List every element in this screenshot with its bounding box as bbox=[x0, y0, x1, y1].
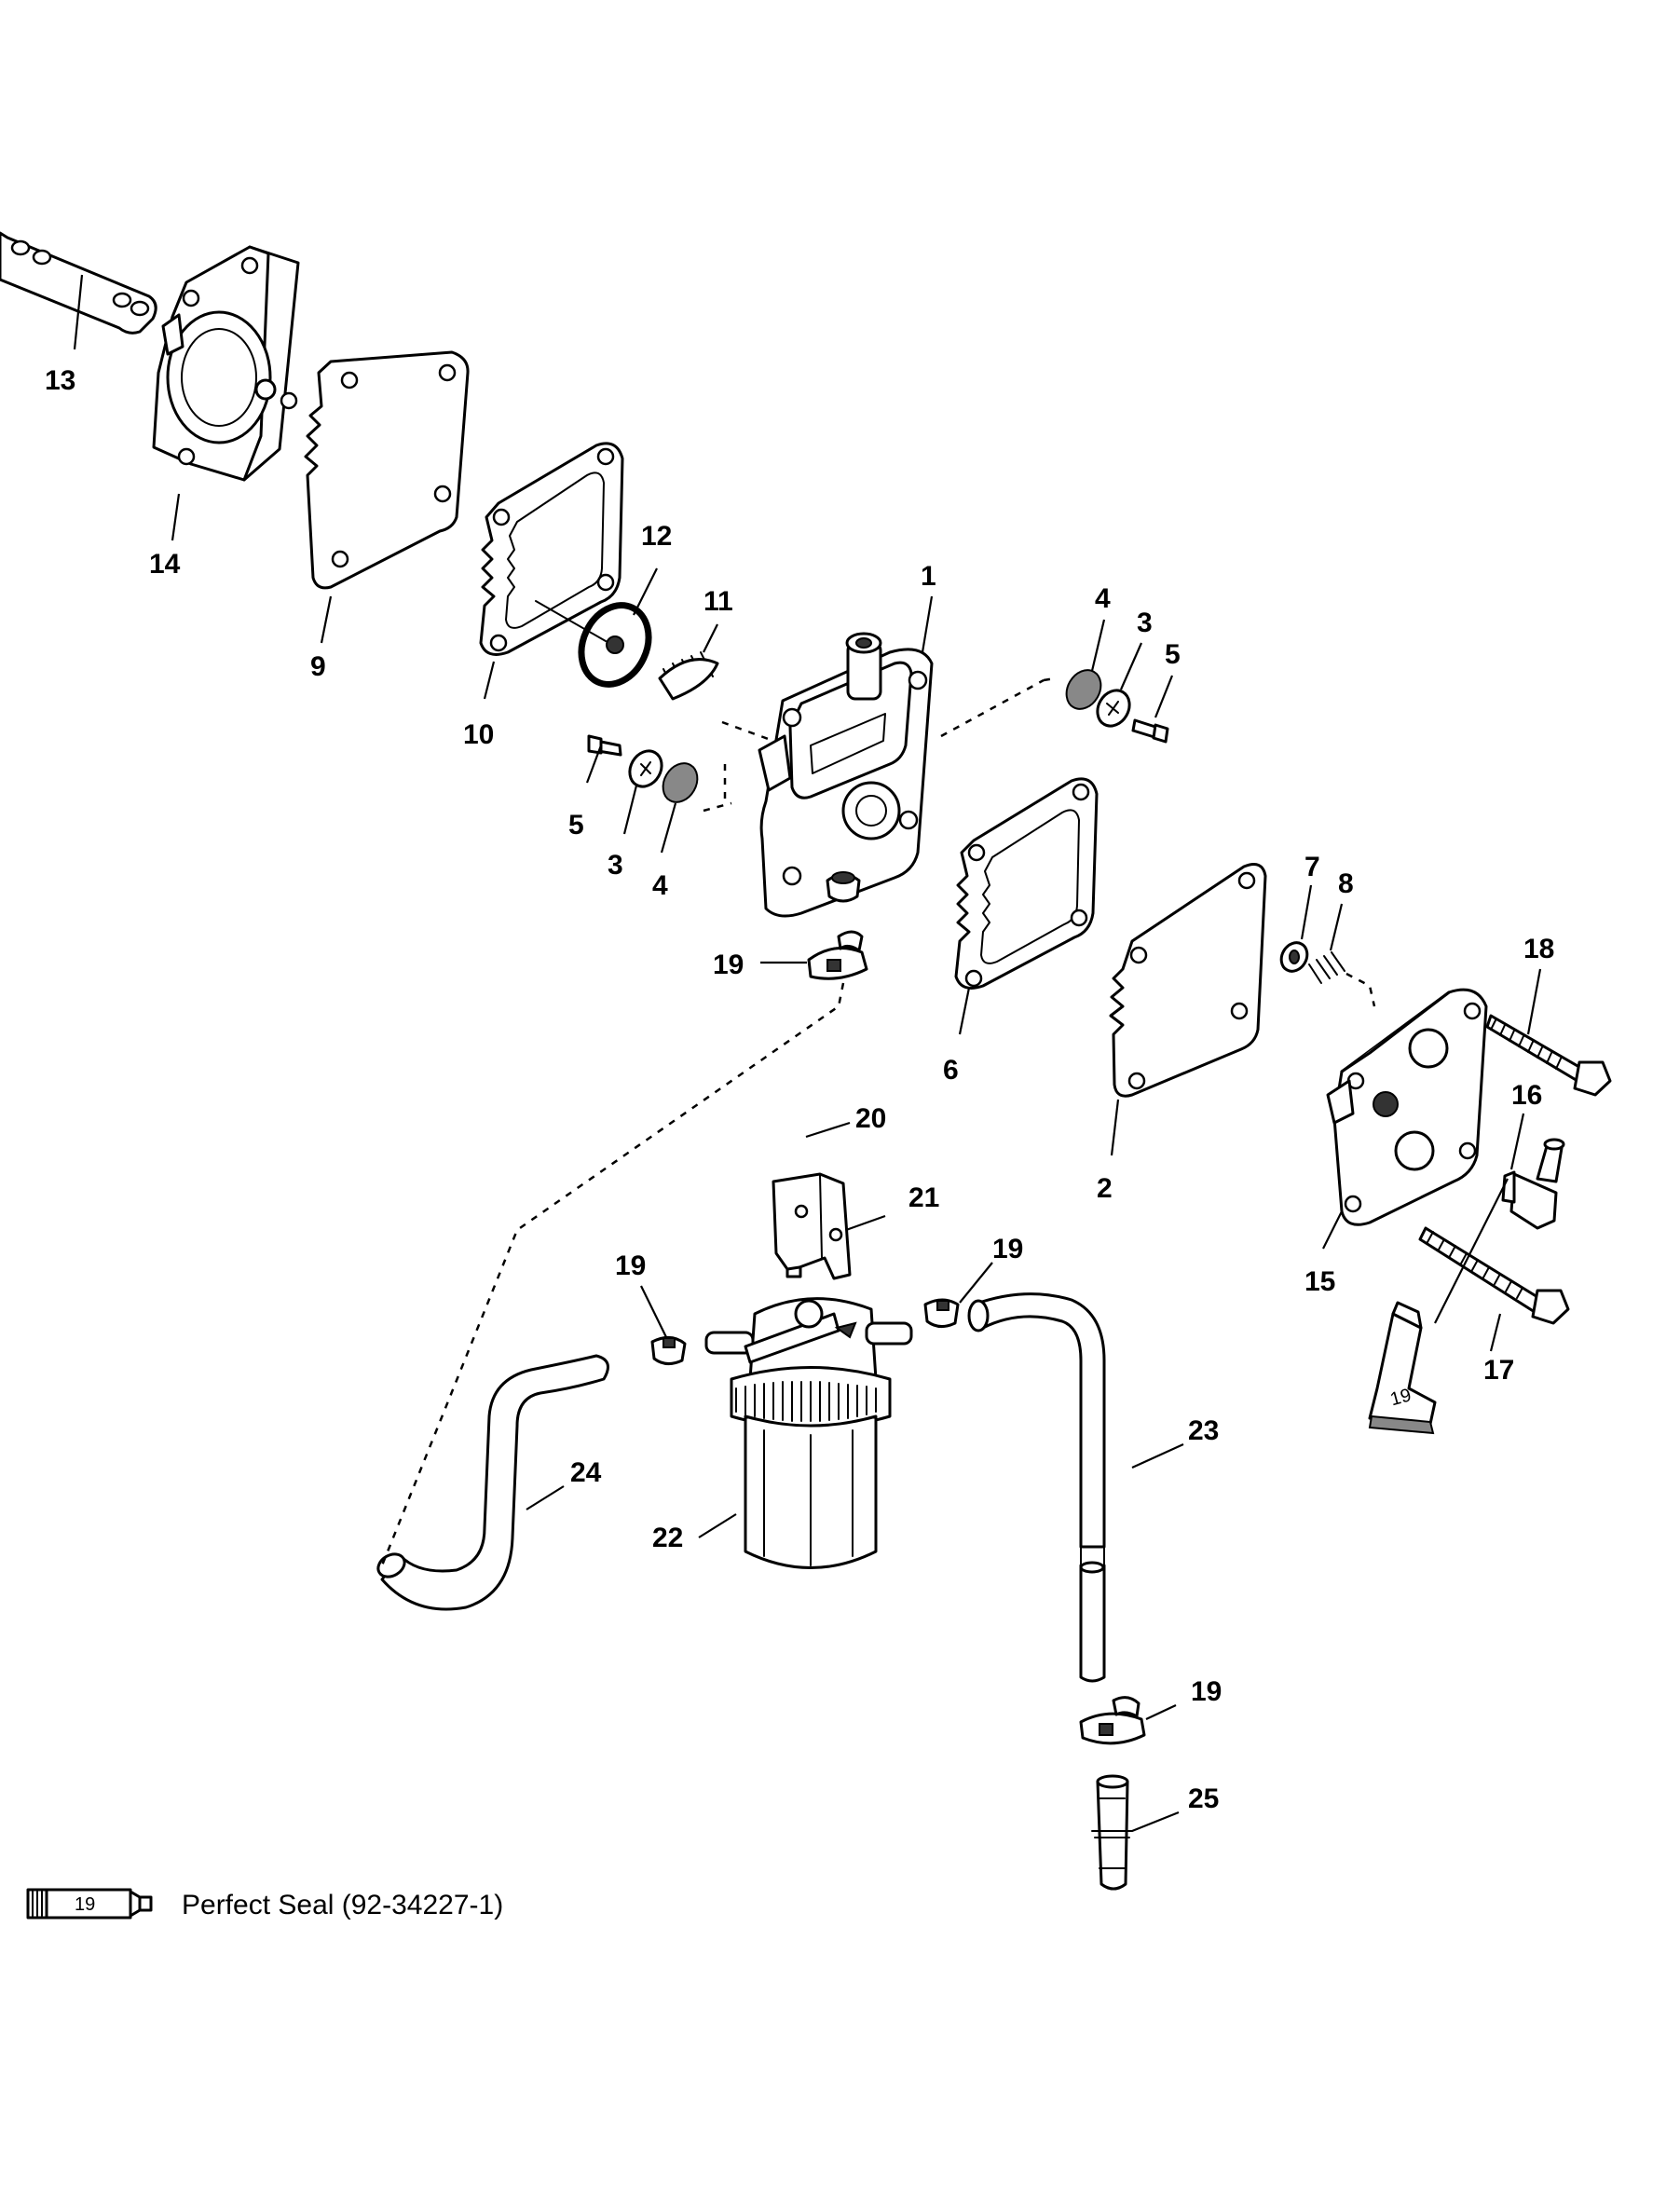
part-21-bracket bbox=[772, 1172, 852, 1280]
callout-5-right: 5 bbox=[1165, 639, 1181, 670]
callout-21: 21 bbox=[908, 1182, 939, 1213]
callout-18: 18 bbox=[1523, 934, 1554, 964]
callout-19-upper: 19 bbox=[713, 950, 744, 980]
part-1-pump-body bbox=[758, 632, 934, 918]
legend-tube-label: 19 bbox=[75, 1894, 95, 1915]
part-9-diaphragm bbox=[304, 350, 470, 590]
callout-10: 10 bbox=[463, 719, 494, 750]
callout-4-right: 4 bbox=[1095, 583, 1111, 614]
callout-15: 15 bbox=[1304, 1266, 1335, 1297]
part-13-link-rod bbox=[0, 231, 157, 335]
callout-2: 2 bbox=[1097, 1173, 1113, 1204]
callout-8: 8 bbox=[1338, 868, 1354, 899]
callout-9: 9 bbox=[310, 651, 326, 682]
part-14-base-plate bbox=[152, 245, 300, 482]
legend-text: Perfect Seal (92-34227-1) bbox=[182, 1890, 503, 1920]
callout-24: 24 bbox=[570, 1457, 602, 1488]
callout-11: 11 bbox=[703, 586, 733, 617]
callout-14: 14 bbox=[149, 549, 181, 580]
callout-4-left: 4 bbox=[652, 870, 668, 901]
part-10-gasket bbox=[479, 442, 624, 656]
callout-17: 17 bbox=[1483, 1355, 1514, 1386]
callout-1: 1 bbox=[921, 561, 936, 592]
callout-16: 16 bbox=[1511, 1080, 1542, 1111]
callout-20: 20 bbox=[855, 1103, 886, 1134]
part-7-seal bbox=[1279, 941, 1309, 973]
callout-19-right: 19 bbox=[992, 1234, 1023, 1264]
part-22-fuel-filter bbox=[704, 1297, 913, 1569]
part-4-screen-right bbox=[1065, 669, 1102, 710]
part-11-spring bbox=[658, 651, 719, 701]
callout-25: 25 bbox=[1188, 1783, 1219, 1814]
part-3-cover-right bbox=[1096, 689, 1131, 728]
callout-7: 7 bbox=[1304, 852, 1320, 882]
callout-3-right: 3 bbox=[1137, 608, 1153, 638]
part-8-spring bbox=[1308, 951, 1345, 984]
part-23-hose bbox=[967, 1292, 1106, 1683]
callout-6: 6 bbox=[943, 1055, 959, 1086]
callout-22: 22 bbox=[652, 1523, 683, 1553]
part-5-screw-left bbox=[587, 734, 622, 757]
part-17-bolt bbox=[1418, 1226, 1570, 1325]
part-18-bolt bbox=[1485, 1014, 1612, 1097]
perfect-seal-tube: 19 bbox=[1368, 1301, 1437, 1435]
part-25-connector bbox=[1091, 1774, 1133, 1891]
part-19-clip-upper bbox=[807, 930, 868, 980]
part-5-screw-right bbox=[1131, 718, 1169, 744]
callout-3-left: 3 bbox=[608, 850, 623, 881]
legend: 19 Perfect Seal (92-34227-1) bbox=[26, 1888, 503, 1920]
legend-tube-icon: 19 bbox=[26, 1888, 153, 1920]
callout-19-lower: 19 bbox=[1191, 1676, 1222, 1707]
callout-13: 13 bbox=[45, 365, 75, 396]
part-3-cover-left bbox=[628, 749, 663, 788]
part-19-clip-filter-left bbox=[650, 1336, 687, 1365]
callout-12: 12 bbox=[641, 521, 672, 552]
part-15-pump-cover bbox=[1326, 988, 1488, 1226]
part-19-clip-lower bbox=[1079, 1696, 1146, 1745]
part-6-gasket bbox=[954, 777, 1099, 990]
callout-labels: 13 14 9 10 12 11 1 4 3 5 5 3 4 19 6 2 7 … bbox=[45, 365, 1554, 1814]
leader-lines bbox=[73, 274, 1542, 1833]
callout-23: 23 bbox=[1188, 1415, 1219, 1446]
part-19-clip-filter-right bbox=[923, 1298, 960, 1328]
part-2-diaphragm bbox=[1109, 863, 1267, 1098]
part-4-screen-left bbox=[662, 762, 699, 803]
part-16-fitting bbox=[1501, 1138, 1565, 1230]
callout-19-left: 19 bbox=[615, 1250, 646, 1281]
part-12-check-valve-disc bbox=[535, 600, 652, 688]
callout-5-left: 5 bbox=[568, 810, 584, 840]
